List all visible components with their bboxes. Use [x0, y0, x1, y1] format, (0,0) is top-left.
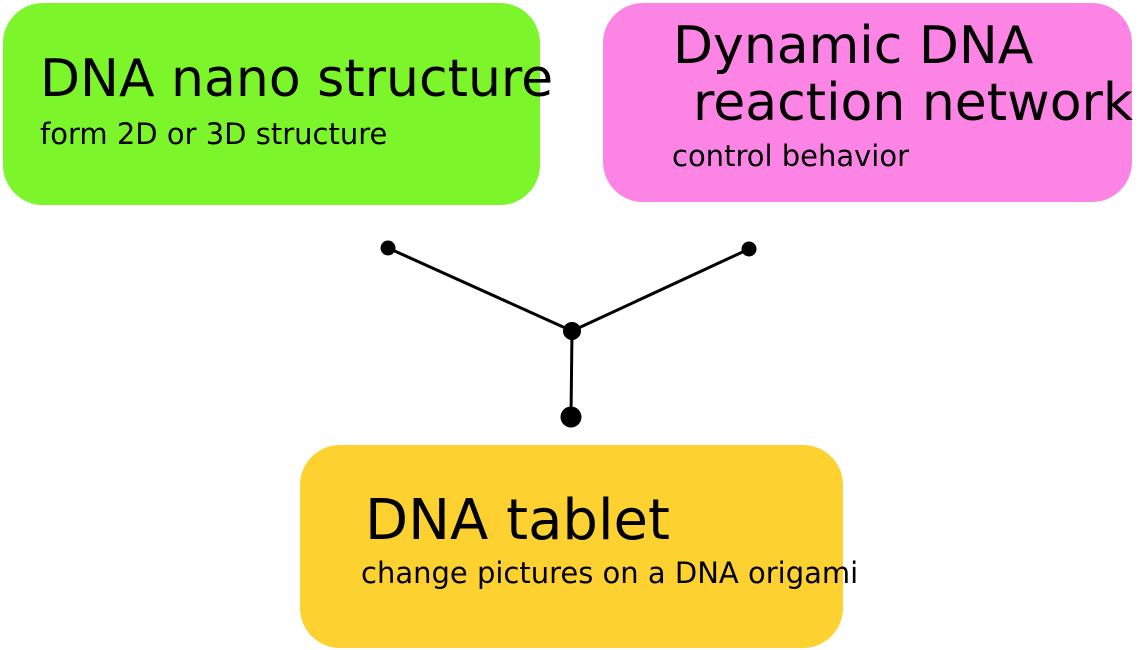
node-dynamic-dna-title-line2: reaction network [693, 73, 1133, 133]
node-dna-nano-structure-subtitle: form 2D or 3D structure [40, 117, 388, 151]
node-dna-tablet-title: DNA tablet [365, 488, 670, 553]
node-dynamic-dna-title-line1: Dynamic DNA [673, 16, 1034, 76]
connector-node-right-icon [741, 241, 757, 257]
node-dynamic-dna-reaction-network: Dynamic DNA reaction network control beh… [603, 3, 1133, 202]
node-dna-tablet-subtitle: change pictures on a DNA origami [361, 556, 859, 590]
node-dna-tablet: DNA tablet change pictures on a DNA orig… [300, 445, 858, 648]
node-dna-nano-structure-title: DNA nano structure [40, 49, 554, 109]
connector-line-bottom [569, 330, 574, 418]
node-dna-nano-structure: DNA nano structure form 2D or 3D structu… [3, 3, 553, 205]
node-dynamic-dna-subtitle: control behavior [672, 139, 910, 173]
connector-node-center-icon [563, 322, 581, 340]
connector-node-left-icon [380, 240, 396, 256]
connector-line-right [571, 247, 750, 333]
connector-line-left [387, 246, 573, 333]
connector-node-bottom-icon [560, 406, 582, 428]
